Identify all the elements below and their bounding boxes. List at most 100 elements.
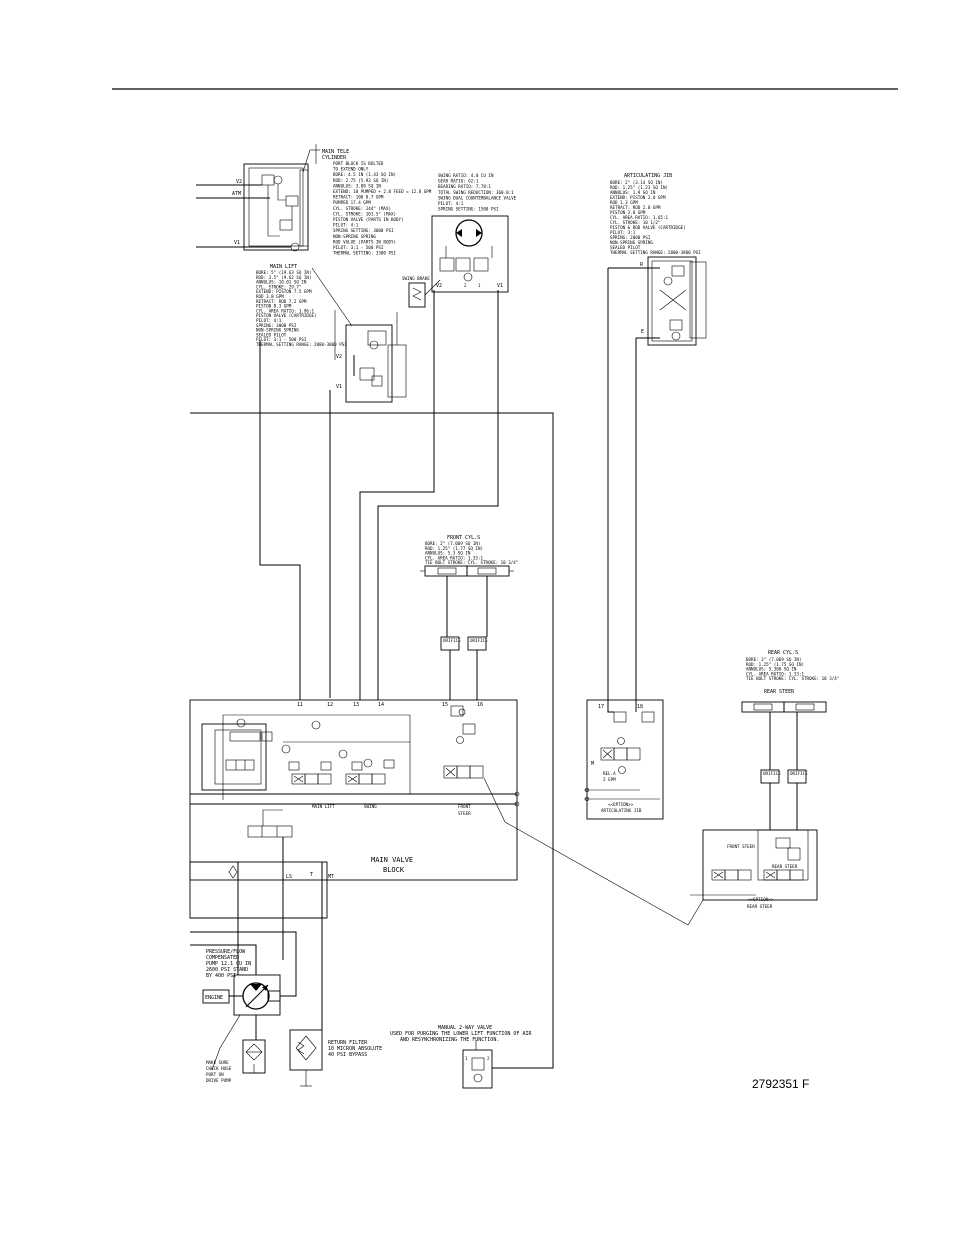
tele-spec-line: PUMPED 17.4 GPM bbox=[333, 200, 371, 205]
mvb-title-1: MAIN VALVE bbox=[371, 856, 413, 864]
tele-spec-line: PISTON VALVE (PARTS IN BODY) bbox=[333, 217, 404, 222]
mvb-label-front-steer-2: STEER bbox=[458, 811, 471, 816]
swing-brake-label: SWING BRAKE bbox=[402, 276, 430, 281]
lift-spec-line: ROD 3.8 GPM bbox=[256, 294, 284, 299]
pump-title-3: PUMP 12.1 CU IN bbox=[206, 961, 251, 967]
jib-spec-line: PISTON 3.0 GPM bbox=[610, 210, 646, 215]
rear-cyl-spec-line: TIE BOLT STROKE: CYL. STROKE: 10 3/4" bbox=[746, 676, 839, 681]
rear-cyl-spec-line: BORE: 3" (7.069 SQ IN) bbox=[746, 657, 801, 662]
jib-specs: BORE: 2" (3.14 SQ IN)ROD: 1.25" (1.23 SQ… bbox=[610, 180, 701, 255]
swing-port-1: 1 bbox=[478, 283, 481, 288]
manual-valve-note-1: MANUAL 2-WAY VALVE bbox=[438, 1025, 492, 1031]
tele-spec-line: ROD VALVE (PARTS IN BODY) bbox=[333, 239, 396, 244]
rs-rear-steer-label: REAR STEER bbox=[772, 864, 798, 869]
lift-port-v2: V2 bbox=[336, 354, 342, 360]
jib-title: ARTICULATING JIB bbox=[624, 173, 672, 179]
tele-spec-line: THERMAL SETTING: 3300 PSI bbox=[333, 251, 397, 256]
lift-spec-line: PISTON VALVE (CARTRIDGE) bbox=[256, 313, 317, 318]
lift-spec-line: EXTEND: PISTON 7.5 GPM bbox=[256, 289, 312, 294]
front-cyl-specs: BORE: 2" (7.069 SQ IN)ROD: 1.25" (1.77 S… bbox=[425, 541, 518, 565]
mvb-title-2: BLOCK bbox=[383, 866, 405, 874]
jib-block-relief-2: 2 GPM bbox=[603, 777, 616, 782]
lift-spec-line: THERMAL SETTING RANGE: 2800-3800 PSI bbox=[256, 342, 347, 347]
jib-block-port-m: M bbox=[591, 761, 594, 767]
pump-title-2: COMPENSATED bbox=[206, 955, 239, 961]
rear-cyl-spec-line: ANNULUS: 5.300 SQ IN bbox=[746, 667, 797, 672]
main-lift-title: MAIN LIFT bbox=[270, 264, 297, 270]
main-valve-block: 11 12 13 14 15 16 MAIN LIFT bbox=[189, 699, 520, 881]
lift-spec-line: RETRACT: ROD 7.2 GPM bbox=[256, 299, 307, 304]
front-cyl-spec-line: BORE: 2" (7.069 SQ IN) bbox=[425, 541, 480, 546]
filter-text-3: 40 PSI BYPASS bbox=[328, 1052, 367, 1058]
tele-spec-line: NON-SPRING SPRING bbox=[333, 234, 376, 239]
jib-spec-line: CYL. STROKE: 10 1/2" bbox=[610, 220, 660, 225]
jib-spec-line: EXTEND: PISTON 2.0 GPM bbox=[610, 195, 666, 200]
pump-title-4: 2600 PSI STAND bbox=[206, 967, 248, 973]
rear-steer-subtitle: REAR STEER bbox=[764, 689, 795, 695]
tele-port-v2: V2 bbox=[236, 179, 242, 185]
manual-valve-note-3: AND RESYNCHRONIZING THE FUNCTION. bbox=[400, 1037, 499, 1043]
tele-port-v1: V1 bbox=[234, 240, 240, 246]
tele-spec-line: SPRING SETTING: 3000 PSI bbox=[333, 228, 394, 233]
jib-port-e: E bbox=[641, 329, 644, 335]
swing-spec-line: TOTAL SWING REDUCTION: 360.0:1 bbox=[438, 190, 514, 195]
jib-spec-line: THERMAL SETTING RANGE: 2800-3800 PSI bbox=[610, 250, 701, 255]
front-cyl-title: FRONT CYL.S bbox=[447, 535, 480, 541]
jib-spec-line: NON-SPRING SPRING bbox=[610, 240, 653, 245]
mvb-port-mt: MT bbox=[328, 874, 334, 880]
lift-spec-line: CYL. STROKE: 29.7" bbox=[256, 284, 301, 289]
lift-spec-line: PISTON 8.3 GPM bbox=[256, 304, 292, 309]
pump-note-4: DRIVE PUMP bbox=[206, 1078, 232, 1083]
lift-spec-line: ROD: 3.5" (9.62 SQ IN) bbox=[256, 275, 311, 280]
rear-cyl-spec-line: ROD: 1.25" (1.75 SQ IN) bbox=[746, 662, 804, 667]
swing-spec-line: PILOT: 4:1 bbox=[438, 201, 464, 206]
option-jib-block: 17 18 M REL.A 2 GPM <<OPTION>> ARTICULAT… bbox=[584, 699, 664, 820]
jib-spec-line: SEALED PILOT bbox=[610, 245, 641, 250]
tele-spec-line: PILOT: 4:1 bbox=[333, 223, 359, 228]
front-orifice-2: ORIFICE bbox=[470, 638, 488, 643]
front-cyl-spec-line: ROD: 1.25" (1.77 SQ IN) bbox=[425, 546, 483, 551]
lift-spec-line: PILOT: 4:1 bbox=[256, 318, 282, 323]
lift-spec-line: NON-SPRING SPRING bbox=[256, 328, 299, 333]
rs-front-steer-label: FRONT STEER bbox=[727, 844, 755, 849]
mvb-port-13: 13 bbox=[353, 702, 359, 708]
swing-port-v1: V1 bbox=[497, 283, 503, 289]
rs-caption-1: <<OPTION>> bbox=[748, 897, 774, 902]
jib-port-r: R bbox=[640, 262, 644, 268]
front-cyl-spec-line: ANNULUS: 5.3 SQ IN bbox=[425, 551, 471, 556]
swing-spec-line: SWING DUAL COUNTERBALANCE VALVE bbox=[438, 195, 517, 200]
tele-spec-line: ROD: 2.75 (5.93 SQ IN) bbox=[333, 178, 388, 183]
manual-valve-port-2: 2 bbox=[487, 1056, 490, 1061]
rear-orifice-1: ORIFICE bbox=[763, 771, 781, 776]
engine-label: ENGINE bbox=[205, 995, 223, 1001]
lift-spec-line: PILOT: 3:1 - 500 PSI bbox=[256, 337, 307, 342]
mvb-label-swing: SWING bbox=[364, 804, 377, 809]
jib-block-port-17: 17 bbox=[598, 704, 604, 710]
jib-spec-line: ROD: 1.25" (1.23 SQ IN) bbox=[610, 185, 668, 190]
manual-valve-port-1: 1 bbox=[465, 1056, 468, 1061]
tele-spec-line: CYL. STROKE: 144" (MAX) bbox=[333, 206, 391, 211]
jib-block-caption-2: ARTICULATING JIB bbox=[601, 808, 642, 813]
rs-caption-2: REAR STEER bbox=[747, 904, 773, 909]
drawing-number: 2792351 F bbox=[752, 1077, 809, 1091]
tele-spec-line: ANNULUS: 3.88 SQ IN bbox=[333, 183, 381, 188]
tele-spec-line: PORT BLOCK IS BOLTED bbox=[333, 161, 384, 166]
lift-spec-line: ANNULUS: 10.01 SQ IN bbox=[256, 280, 307, 285]
mvb-label-main-lift: MAIN LIFT bbox=[312, 804, 335, 809]
tele-spec-line: RETRACT: 108 8.7 GPM bbox=[333, 195, 384, 200]
rear-cyl-specs: BORE: 3" (7.069 SQ IN)ROD: 1.25" (1.75 S… bbox=[746, 657, 839, 681]
tele-spec-line: PILOT: 3:1 - 500 PSI bbox=[333, 245, 384, 250]
mvb-port-11: 11 bbox=[297, 702, 303, 708]
lift-spec-line: BORE: 5" (19.63 SQ IN) bbox=[256, 270, 311, 275]
main-lift-specs: BORE: 5" (19.63 SQ IN)ROD: 3.5" (9.62 SQ… bbox=[256, 270, 347, 347]
rear-cyl-title: REAR CYL.S bbox=[768, 650, 798, 656]
jib-spec-line: CYL. AREA RATIO: 1.65:1 bbox=[610, 215, 668, 220]
pump-note-1: MAKE SURE bbox=[206, 1060, 229, 1065]
mvb-label-front-steer-1: FRONT bbox=[458, 804, 471, 809]
tele-spec-line: CYL. STROKE: 101.5" (MAX) bbox=[333, 211, 396, 216]
manual-valve-note-2: USED FOR PURGING THE LOWER LIFT FUNCTION… bbox=[390, 1031, 532, 1037]
mvb-port-14: 14 bbox=[378, 702, 384, 708]
lift-port-v1: V1 bbox=[336, 384, 342, 390]
filter-text-2: 10 MICRON ABSOLUTE bbox=[328, 1046, 382, 1052]
